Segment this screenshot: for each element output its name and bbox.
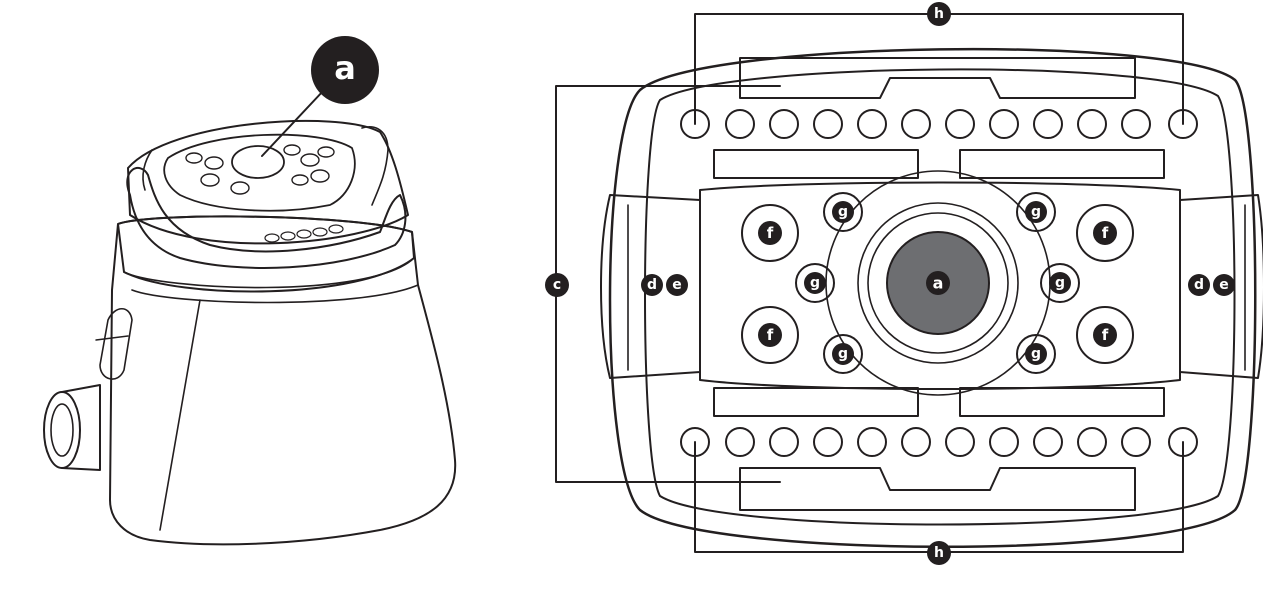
callout-label-a: a (334, 49, 356, 87)
callout-leader-a (261, 89, 325, 157)
lid-port-circles (185, 144, 335, 195)
bottom-h-label: h (934, 545, 944, 561)
right-e-label: e (1219, 277, 1229, 293)
bracket-h-top: h (694, 2, 1184, 125)
f-label-4: f (1102, 326, 1109, 344)
humidifier-base-illustration: a (43, 36, 457, 546)
f-label-1: f (767, 224, 774, 242)
tray-top-view: a (545, 2, 1263, 565)
cradle-hole-row (264, 224, 344, 243)
g-label-2: g (1031, 204, 1041, 220)
left-d-label: d (647, 277, 657, 293)
g-label-6: g (1031, 346, 1041, 362)
bottom-hole-row (680, 427, 1198, 457)
g-label-3: g (810, 275, 820, 291)
center-label-a: a (933, 274, 944, 293)
tray-outer-shell (608, 47, 1257, 548)
f-label-2: f (1102, 224, 1109, 242)
right-d-label: d (1194, 277, 1204, 293)
g-holes: g g g g g g (795, 192, 1080, 374)
callout-badge-a (311, 36, 379, 104)
bracket-c: c (545, 85, 781, 483)
side-labels-left: d e (641, 274, 688, 296)
left-e-label: e (672, 277, 682, 293)
side-labels-right: d e (1188, 274, 1235, 296)
g-label-5: g (838, 346, 848, 362)
g-label-4: g (1055, 275, 1065, 291)
g-label-1: g (838, 204, 848, 220)
f-label-3: f (767, 326, 774, 344)
bracket-h-bottom: h (694, 441, 1184, 565)
tray-inner (644, 68, 1236, 526)
f-holes: f f f f (741, 204, 1134, 364)
left-c-label: c (553, 277, 561, 293)
top-hole-row (680, 109, 1198, 139)
top-h-label: h (934, 6, 944, 22)
